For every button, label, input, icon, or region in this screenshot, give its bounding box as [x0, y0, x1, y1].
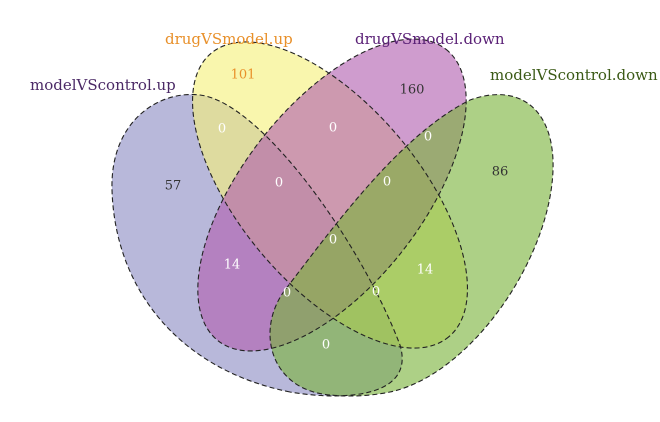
- set-shape-modelVScontrol-down: [270, 94, 554, 397]
- region-count-AC: 14: [224, 258, 241, 273]
- set-outline-modelVScontrol-down: [269, 94, 554, 397]
- region-count-A: 57: [165, 179, 182, 194]
- region-count-ACD: 0: [283, 286, 291, 301]
- set-label-drugVSmodel-up: drugVSmodel.up: [165, 30, 293, 48]
- region-count-AB: 0: [218, 122, 226, 137]
- region-count-BCD: 0: [383, 175, 391, 190]
- set-outline-modelVScontrol-up: [111, 93, 403, 397]
- venn-region-counts: 57 101 160 86 0 0 0 0 0 0 14 14 0 0 0: [165, 68, 509, 353]
- region-count-B: 101: [231, 68, 256, 83]
- set-label-drugVSmodel-down: drugVSmodel.down: [355, 30, 505, 48]
- set-outline-drugVSmodel-up: [191, 41, 469, 349]
- region-count-CD: 0: [424, 130, 432, 145]
- set-shape-drugVSmodel-down: [197, 39, 467, 351]
- region-count-AD: 0: [322, 338, 330, 353]
- region-count-ABD: 0: [372, 285, 380, 300]
- region-count-ABC: 0: [275, 176, 283, 191]
- venn-outlines: [111, 38, 554, 397]
- region-count-ABCD: 0: [329, 233, 337, 248]
- set-outline-drugVSmodel-down: [197, 38, 467, 352]
- region-count-C: 160: [400, 83, 425, 98]
- set-label-modelVScontrol-up: modelVScontrol.up: [30, 76, 176, 94]
- venn-set-labels: modelVScontrol.up drugVSmodel.up drugVSm…: [30, 30, 658, 94]
- region-count-D: 86: [492, 165, 509, 180]
- region-count-BD: 14: [417, 263, 434, 278]
- set-label-modelVScontrol-down: modelVScontrol.down: [490, 66, 658, 84]
- venn-fills: [111, 39, 554, 397]
- region-count-BC: 0: [329, 121, 337, 136]
